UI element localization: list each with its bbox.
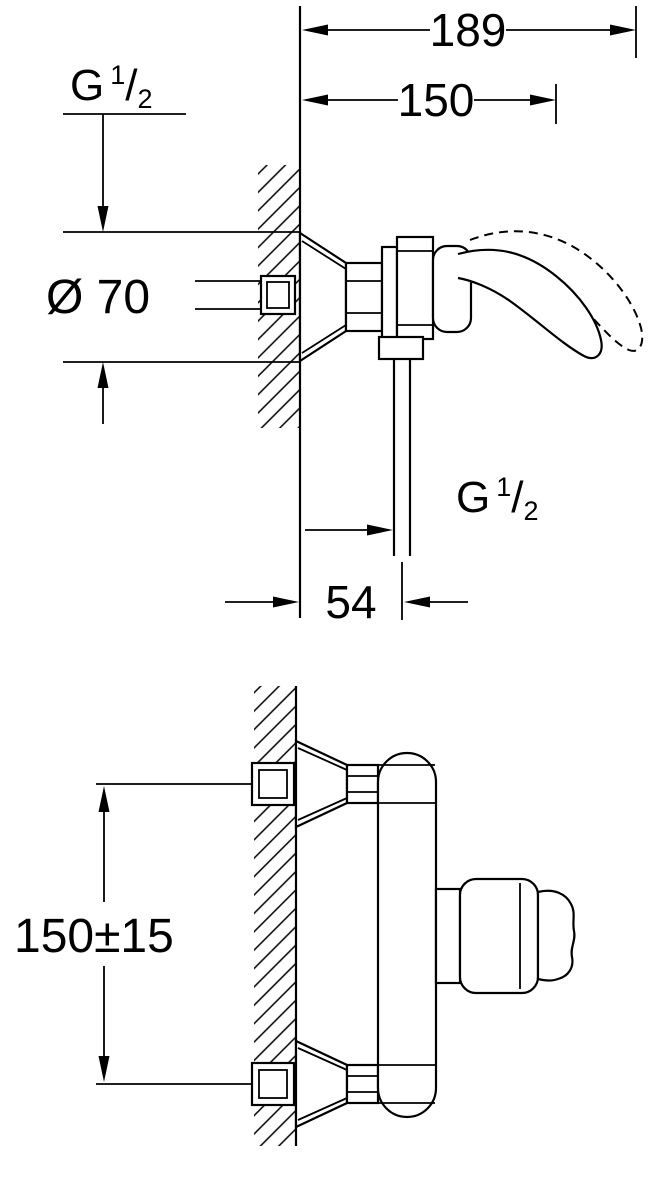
escutcheon-bottom-inner-line-b (297, 1097, 348, 1121)
dim-spacing-arrow-bottom (98, 1056, 110, 1082)
front-view: 150±15 (14, 686, 576, 1146)
hex-nut-front-bottom (345, 1063, 380, 1105)
dim-150-arrow-left (302, 94, 328, 106)
dim-189-arrow-right (610, 24, 636, 36)
dia70-arrow-bottom (97, 362, 109, 388)
thread-numerator: 1 (496, 472, 511, 502)
outlet-thread-arrow (367, 524, 393, 536)
hex-nut-side (344, 261, 384, 333)
thread-denominator: 2 (524, 496, 539, 526)
mixer-cartridge-housing (395, 235, 435, 341)
dim-189-arrow-left (302, 24, 328, 36)
escutcheon-cone-front-top (294, 739, 349, 829)
thread-prefix: G (456, 473, 490, 522)
thread-denominator: 2 (138, 84, 153, 114)
lever-handle-solid (457, 248, 603, 360)
thread-numerator: 1 (110, 60, 125, 90)
escutcheon-cone-side (298, 230, 348, 364)
lever-grip-tip-front (536, 889, 576, 982)
dimension-label-diameter-70: Ø 70 (46, 271, 150, 324)
dimension-label-189: 189 (430, 4, 507, 56)
cartridge-ring-front (434, 887, 462, 985)
dim-150-arrow-right (530, 94, 556, 106)
thread-slash: / (511, 473, 524, 522)
mixer-body-flange (380, 245, 399, 349)
lever-handle-raised-dashed (469, 230, 644, 352)
outlet-union-nut (377, 335, 425, 361)
dim-54-arrow-right (404, 596, 430, 608)
thread-slash: / (125, 61, 138, 110)
escutcheon-cone-front-bottom (294, 1039, 349, 1129)
dimension-54: 54 (225, 562, 468, 628)
hex-nut-front-top (345, 763, 380, 805)
supply-square-fitting-bottom-inner (258, 1069, 288, 1099)
supply-square-fitting-inner (266, 281, 290, 309)
mixer-body-capsule (376, 751, 438, 1119)
escutcheon-bottom-inner-line-a (297, 1047, 348, 1071)
dimension-label-54: 54 (325, 576, 376, 628)
dimension-150: 150 (302, 74, 557, 126)
dimension-189: 189 (302, 4, 637, 58)
escutcheon-inner-line-bottom (301, 324, 347, 354)
dim-spacing-arrow-top (98, 786, 110, 812)
escutcheon-top-inner-line-b (297, 797, 348, 821)
supply-square-fitting-top-inner (258, 769, 288, 799)
dimension-label-spacing: 150±15 (14, 910, 174, 963)
thread-prefix: G (70, 61, 104, 110)
dimension-diameter-70: Ø 70 (46, 114, 300, 424)
escutcheon-top-inner-line-a (297, 747, 348, 771)
handle-body-front (458, 877, 540, 995)
dia70-arrow-top (97, 206, 109, 232)
dimension-label-150: 150 (398, 74, 475, 126)
dim-54-arrow-left (273, 596, 299, 608)
escutcheon-inner-line-top (301, 240, 347, 270)
dimension-150-plus-minus-15: 150±15 (14, 783, 252, 1085)
